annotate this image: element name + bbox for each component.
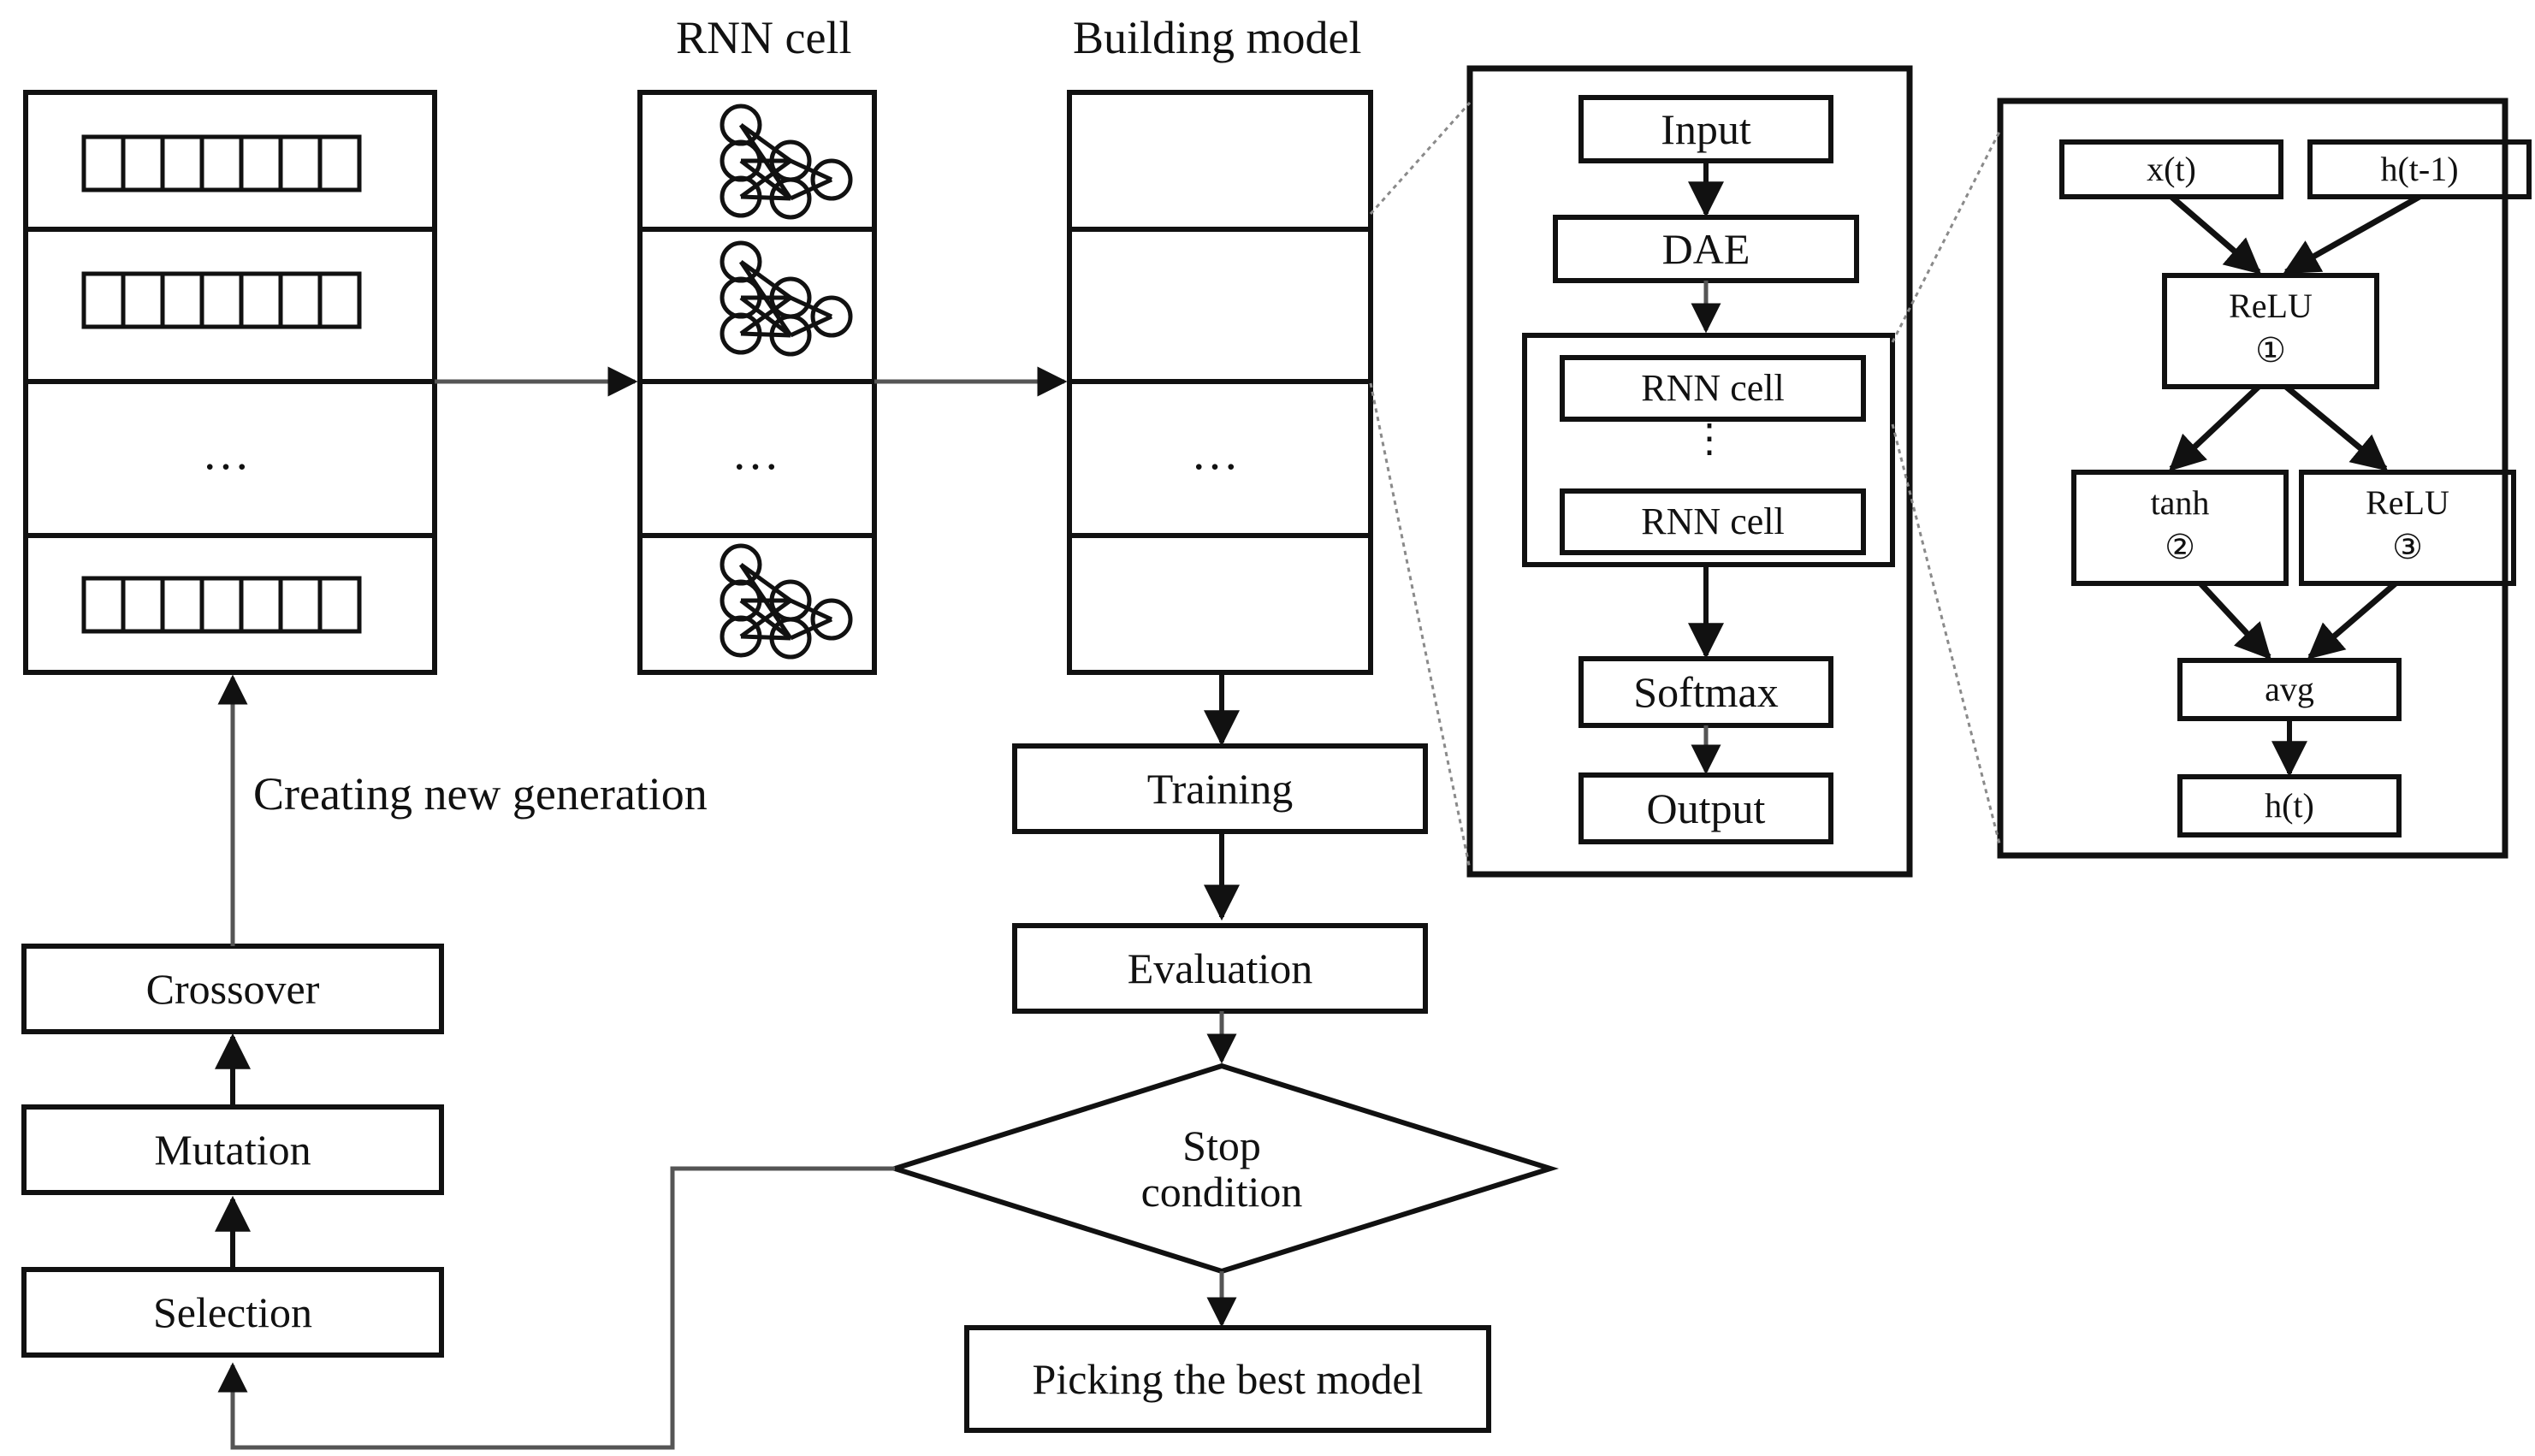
chromosome-strip-1 — [81, 134, 362, 192]
rnn-cell-column-title: RNN cell — [676, 12, 852, 63]
stop-condition-label: Stop condition — [1140, 1122, 1303, 1216]
internals-tanh-index: ② — [2165, 528, 2195, 567]
evaluation-box — [1012, 923, 1428, 1014]
model-dae-label: DAE — [1661, 225, 1750, 273]
model-rnn-cell-top-label: RNN cell — [1641, 367, 1785, 410]
internals-ht-box — [2177, 774, 2402, 837]
callout-building-to-model-top — [1369, 102, 1472, 215]
internals-relu3-label: ReLU — [2366, 483, 2449, 523]
picking-best-model-label: Picking the best model — [1032, 1355, 1424, 1403]
model-rnn-cell-bottom — [1560, 488, 1866, 555]
model-rnn-cell-top — [1560, 355, 1866, 422]
internals-relu3-box — [2299, 470, 2516, 586]
population-column-frame — [23, 90, 437, 675]
callout-model-to-internals-bottom — [1891, 423, 2002, 848]
internals-htm1-box — [2307, 139, 2532, 199]
internals-htm1-label: h(t-1) — [2380, 150, 2459, 189]
arrow-relu1-to-relu3 — [2283, 384, 2389, 471]
callout-connectors — [1369, 102, 2002, 870]
rnn-internals-panel-frame — [1997, 98, 2508, 859]
evaluation-label: Evaluation — [1127, 944, 1313, 992]
model-softmax-box — [1578, 656, 1833, 728]
model-input-box — [1578, 95, 1833, 163]
arrow-relu3-to-avg — [2307, 581, 2398, 660]
rnn-cell-column-frame — [637, 90, 877, 675]
picking-best-model-box — [964, 1325, 1491, 1433]
stop-condition-diamond — [885, 1062, 1560, 1275]
population-ellipsis: … — [202, 427, 255, 480]
model-rnn-cell-bottom-label: RNN cell — [1641, 500, 1785, 543]
crossover-label: Crossover — [145, 965, 320, 1013]
internals-ht-label: h(t) — [2265, 786, 2314, 826]
internals-xt-label: x(t) — [2147, 150, 2196, 189]
internals-tanh-box — [2071, 470, 2289, 586]
mutation-label: Mutation — [154, 1126, 311, 1174]
model-input-label: Input — [1661, 105, 1751, 153]
chromosome-strip-3 — [81, 576, 362, 634]
model-rnn-stack-vertical-ellipsis: ⋮ — [1690, 417, 1729, 460]
model-output-box — [1578, 772, 1833, 844]
crossover-box — [21, 944, 444, 1034]
rnn-net-2 — [720, 240, 853, 357]
training-label: Training — [1146, 765, 1294, 813]
internals-relu1-label: ReLU — [2229, 287, 2313, 326]
rnn-cell-column-ellipsis: … — [731, 427, 785, 480]
internals-xt-box — [2059, 139, 2283, 199]
rnn-net-1 — [720, 104, 853, 220]
internals-avg-label: avg — [2265, 670, 2314, 709]
internals-relu3-index: ③ — [2392, 528, 2423, 567]
model-dae-box — [1553, 215, 1859, 283]
model-output-label: Output — [1646, 784, 1766, 832]
mutation-box — [21, 1104, 444, 1195]
arrow-xt-to-relu1 — [2169, 194, 2262, 275]
arrow-htm1-to-relu1 — [2283, 193, 2421, 275]
building-model-column-frame — [1067, 90, 1373, 675]
chromosome-strip-2 — [81, 271, 362, 329]
model-softmax-label: Softmax — [1633, 668, 1779, 716]
model-panel-frame — [1466, 65, 1913, 878]
training-box — [1012, 743, 1428, 834]
feedback-loop-path — [217, 1166, 895, 1450]
callout-building-to-model-bottom — [1369, 382, 1472, 870]
arrow-tanh-to-avg — [2198, 581, 2271, 660]
selection-label: Selection — [152, 1288, 313, 1336]
building-model-column-title: Building model — [1073, 12, 1362, 63]
internals-tanh-label: tanh — [2150, 483, 2210, 523]
arrow-relu1-to-tanh — [2168, 384, 2261, 471]
building-model-column-ellipsis: … — [1191, 427, 1244, 480]
internals-relu1-index: ① — [2255, 331, 2286, 370]
internals-relu1-box — [2162, 273, 2379, 389]
selection-box — [21, 1267, 444, 1358]
rnn-net-3 — [720, 543, 853, 660]
callout-model-to-internals-top — [1891, 129, 2002, 343]
creating-new-generation-label: Creating new generation — [253, 768, 708, 820]
internals-avg-box — [2177, 658, 2402, 721]
